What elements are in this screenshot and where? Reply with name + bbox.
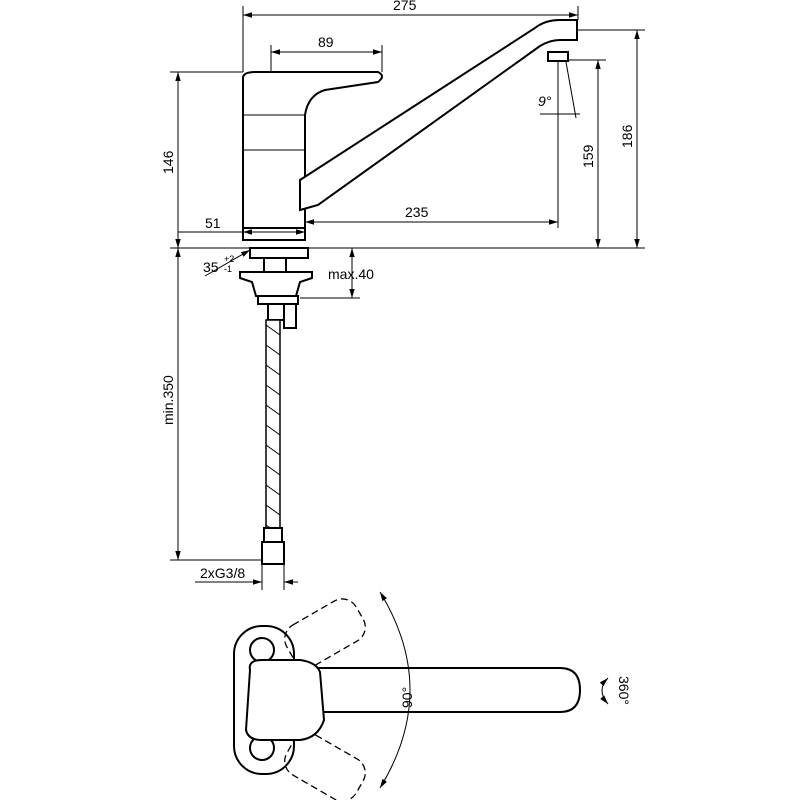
dim-hose-length: min.350 — [160, 375, 176, 425]
dim-hole-tol-minus: -1 — [224, 264, 232, 274]
dim-spout-angle: 9° — [538, 93, 552, 109]
dim-spout-height: 159 — [580, 144, 596, 168]
dim-total-height: 186 — [619, 124, 635, 148]
dim-spout-rotation: 360° — [616, 676, 632, 705]
dim-lever-rotation: 90° — [399, 687, 415, 708]
dim-connection: 2xG3/8 — [200, 565, 245, 581]
faucet-top-view — [233, 591, 609, 800]
dim-body-width: 51 — [205, 215, 221, 231]
faucet-side-view — [239, 19, 578, 565]
dimension-lines — [170, 6, 645, 590]
dim-deck-thickness: max.40 — [328, 266, 374, 282]
dim-hole-diameter: 35 — [203, 259, 219, 275]
dim-hole-tol-plus: +2 — [224, 254, 234, 264]
dim-overall-length: 275 — [393, 0, 417, 13]
dim-spout-reach: 235 — [405, 204, 429, 220]
dim-lever-height: 146 — [160, 150, 176, 174]
dim-lever-length: 89 — [318, 34, 334, 50]
